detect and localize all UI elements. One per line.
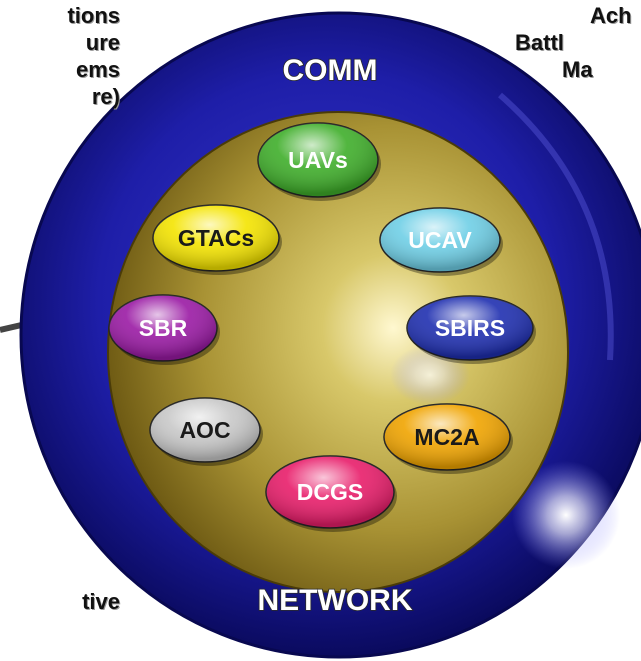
node-uavs: UAVs xyxy=(257,122,381,201)
right-caption-line: Ma xyxy=(562,57,593,82)
node-dcgs: DCGS xyxy=(265,455,397,532)
node-gloss xyxy=(384,404,510,470)
node-sbr-label: SBR xyxy=(139,315,188,341)
node-gloss xyxy=(109,295,217,361)
right-caption-line: Ach xyxy=(590,3,632,28)
node-sbr: SBR xyxy=(108,294,220,365)
left-caption-line: re) xyxy=(91,84,120,109)
node-gloss xyxy=(258,123,378,197)
left-caption-line: ure xyxy=(85,30,120,55)
core-sparkle xyxy=(390,345,470,405)
node-aoc: AOC xyxy=(149,397,263,466)
node-dcgs-label: DCGS xyxy=(297,479,363,505)
node-uavs-label: UAVs xyxy=(288,147,348,173)
left-caption-line: tive xyxy=(82,589,120,614)
left-caption-line: ems xyxy=(75,57,120,82)
node-gloss xyxy=(266,456,394,528)
node-aoc-label: AOC xyxy=(179,417,230,443)
node-gloss xyxy=(407,296,533,360)
network-label: NETWORK xyxy=(258,584,413,617)
node-gloss xyxy=(380,208,500,272)
right-caption-line: Battl xyxy=(515,30,564,55)
outer-ring-glow xyxy=(512,461,620,569)
node-ucav-label: UCAV xyxy=(408,227,472,253)
right-caption-top: Ach Battl Ma xyxy=(515,2,632,83)
node-gtacs-label: GTACs xyxy=(178,225,254,251)
node-sbirs: SBIRS xyxy=(406,295,536,364)
left-caption-bottom: tive xyxy=(0,588,120,615)
node-mc2a-label: MC2A xyxy=(414,424,479,450)
left-caption-line: tions xyxy=(67,3,120,28)
node-sbirs-label: SBIRS xyxy=(435,315,505,341)
node-mc2a: MC2A xyxy=(383,403,513,474)
node-gtacs: GTACs xyxy=(152,204,282,275)
node-gloss xyxy=(150,398,260,462)
ring-highlight xyxy=(498,92,614,361)
comm-label: COMM xyxy=(283,54,378,87)
node-ucav: UCAV xyxy=(379,207,503,276)
left-caption-top: tions ure ems re) xyxy=(0,2,120,110)
node-gloss xyxy=(153,205,279,271)
